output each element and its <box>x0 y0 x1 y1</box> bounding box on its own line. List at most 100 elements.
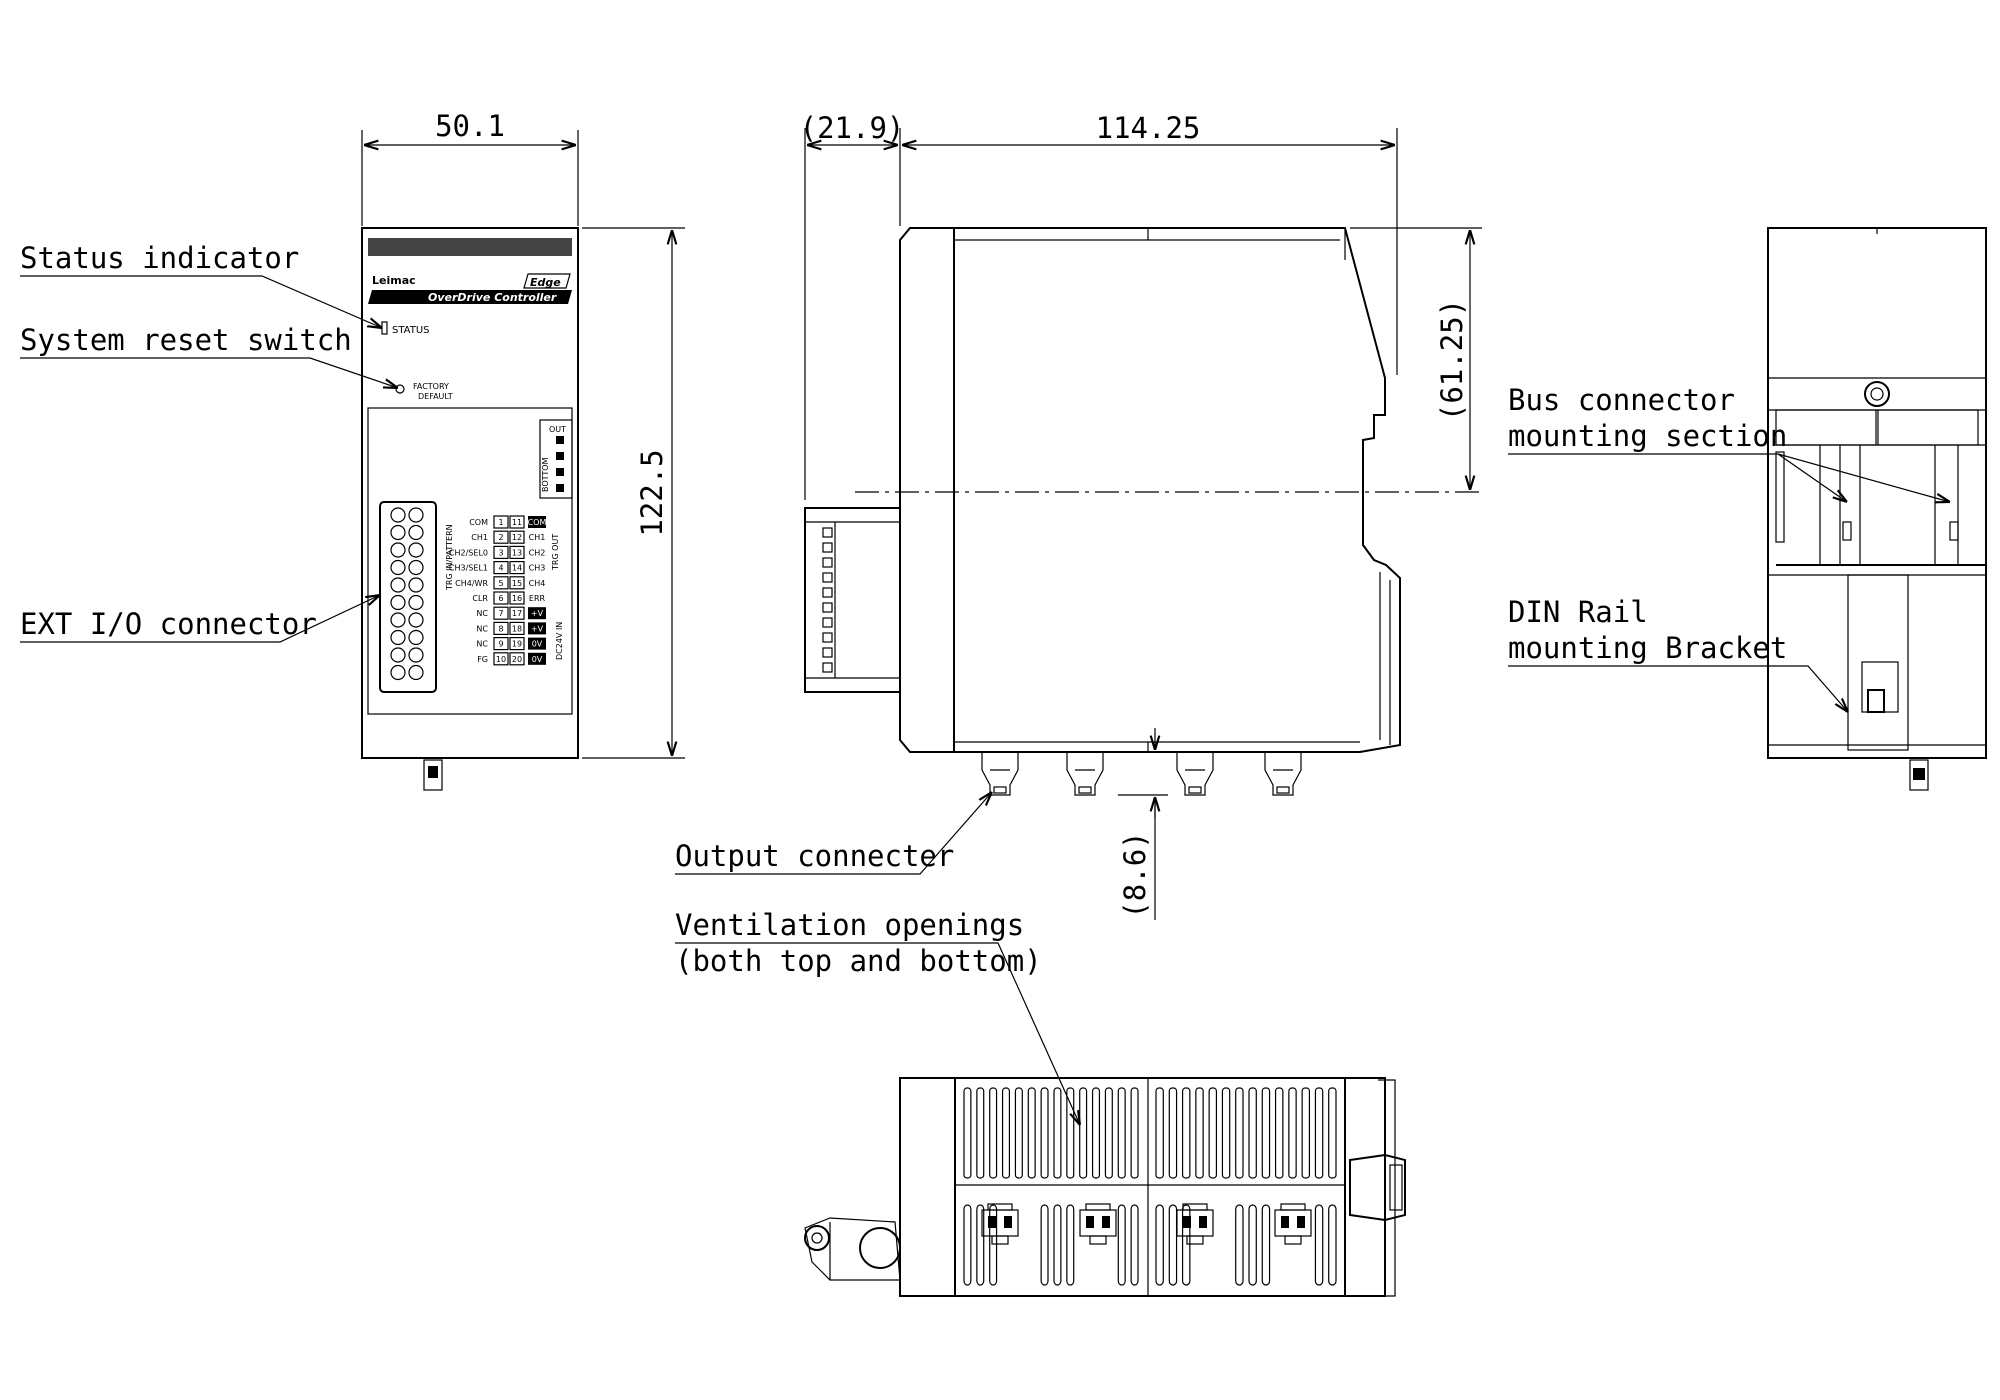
bottom-output-connectors <box>981 1203 1312 1245</box>
vent-slot <box>1181 1204 1191 1286</box>
output-connector <box>1066 752 1104 796</box>
pin-number: 11 <box>512 518 522 527</box>
pin-number: 1 <box>498 518 503 527</box>
vent-slot <box>1014 1087 1023 1179</box>
vent-slot <box>1027 1087 1036 1179</box>
vent-slot <box>1261 1087 1271 1179</box>
pin-left-label: NC <box>476 609 488 618</box>
pin-number: 6 <box>498 594 503 603</box>
vent-slot <box>1235 1204 1244 1286</box>
pin-right-label: COM <box>528 518 547 527</box>
vent-slot <box>1274 1087 1284 1179</box>
pin-number: 14 <box>512 564 522 573</box>
vent-slot <box>1117 1204 1126 1286</box>
dim-side-depth: 114.25 <box>1096 111 1201 145</box>
vent-slot <box>1130 1204 1139 1286</box>
callout-din-rail-2: mounting Bracket <box>1508 631 1787 665</box>
vent-slot <box>1130 1087 1139 1179</box>
inner-panel <box>367 407 573 715</box>
pin-left-label: CH2/SEL0 <box>449 548 488 557</box>
vent-slot <box>1235 1087 1244 1179</box>
pin-number: 2 <box>498 533 503 542</box>
pin-left-label: CLR <box>472 594 488 603</box>
bottom-label: BOTTOM <box>541 457 550 492</box>
front-view: Leimac Edge OverDrive Controller STATUS … <box>361 227 579 791</box>
vent-slot <box>1079 1087 1088 1179</box>
dc24v-label: DC24V IN <box>555 622 564 660</box>
vent-slot <box>1195 1087 1204 1179</box>
pin-number: 19 <box>512 640 522 649</box>
pin-right-label: 0V <box>532 640 543 649</box>
vent-slot <box>1168 1087 1178 1179</box>
pin-left-label: CH3/SEL1 <box>449 564 488 573</box>
brand-logo: Leimac <box>372 274 416 287</box>
dim-height: 122.5 <box>635 449 669 536</box>
pin-right-label: CH2 <box>529 548 546 557</box>
bottom-view <box>804 1077 1406 1297</box>
vent-slot <box>1155 1204 1164 1286</box>
callout-system-reset: System reset switch <box>20 323 352 357</box>
output-connector <box>981 1203 1019 1245</box>
callout-output-connector: Output connecter <box>675 839 954 873</box>
pin-left-label: FG <box>477 655 488 664</box>
factory-reset-button[interactable] <box>395 384 405 394</box>
bottom-ext-plug <box>804 1217 901 1281</box>
pin-right-label: 0V <box>532 655 543 664</box>
output-connector <box>981 752 1019 796</box>
vent-slot <box>1053 1204 1062 1286</box>
pin-left-label: NC <box>476 624 488 633</box>
pin-left-label: CH4/WR <box>455 579 488 588</box>
vent-slot <box>1301 1087 1311 1179</box>
trg-out-label: TRG OUT <box>551 534 560 571</box>
side-view <box>804 227 1480 796</box>
callout-ventilation-2: (both top and bottom) <box>675 944 1042 978</box>
din-rail-bracket <box>1847 574 1909 751</box>
vent-slot <box>1040 1204 1049 1286</box>
vent-slot <box>1248 1087 1257 1179</box>
output-connector <box>1176 1203 1214 1245</box>
status-led <box>381 321 388 335</box>
dim-front-width: 50.1 <box>435 109 505 143</box>
vent-slot <box>989 1204 998 1286</box>
status-label: STATUS <box>392 325 430 336</box>
callout-bus-connector-2: mounting section <box>1508 419 1787 453</box>
out-label: OUT <box>549 425 566 434</box>
series-logo: Edge <box>530 276 561 289</box>
pin-number: 4 <box>498 564 503 573</box>
ext-io-connector[interactable] <box>379 501 437 693</box>
factory-label-2: DEFAULT <box>418 392 453 401</box>
din-clip-front <box>423 759 443 791</box>
factory-label-1: FACTORY <box>413 382 449 391</box>
vent-slot <box>963 1087 972 1179</box>
ext-io-pins <box>390 507 424 681</box>
front-housing <box>361 227 579 759</box>
side-output-connectors <box>981 752 1302 796</box>
vent-slot <box>1314 1087 1324 1179</box>
top-label-strip <box>368 238 572 256</box>
pin-number: 13 <box>512 548 522 557</box>
vent-slot <box>1066 1087 1075 1179</box>
pin-number: 15 <box>512 579 522 588</box>
output-connector <box>1264 752 1302 796</box>
pin-left-label: CH1 <box>471 533 488 542</box>
pin-right-label: +V <box>531 609 544 618</box>
pin-number: 10 <box>496 655 506 664</box>
dim-depth-extension: (21.9) <box>800 111 905 145</box>
rear-view <box>1767 227 1987 791</box>
vent-slot <box>1328 1204 1337 1286</box>
rear-housing <box>1767 227 1987 759</box>
pin-left-label: COM <box>469 518 488 527</box>
callout-din-rail-1: DIN Rail <box>1508 595 1648 629</box>
vent-slot <box>1181 1087 1191 1179</box>
pin-right-label: ERR <box>529 594 546 603</box>
dim-rail-center: (61.25) <box>1435 299 1469 421</box>
output-connector <box>1079 1203 1117 1245</box>
